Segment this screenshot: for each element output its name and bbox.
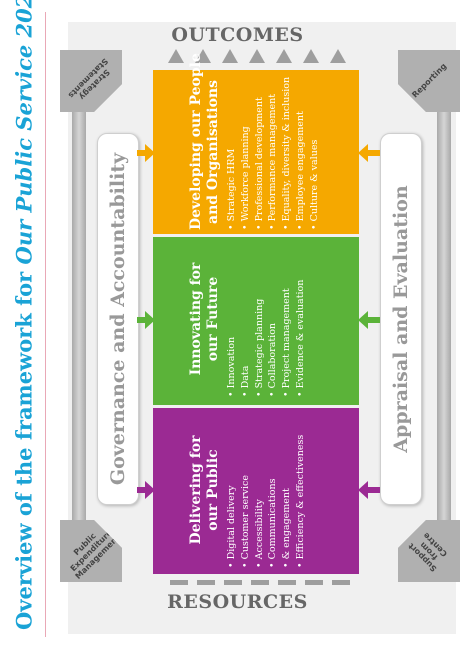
resources-dashes-icon — [170, 580, 350, 585]
band-delivering-public: Delivering for our Public Digital delive… — [153, 408, 359, 574]
outcomes-header: OUTCOMES — [171, 24, 304, 46]
right-side-bar — [437, 70, 451, 570]
left-side-bar — [72, 70, 86, 570]
band-innovating-future: Innovating for our Future Innovation Dat… — [153, 237, 359, 405]
resources-header: RESOURCES — [167, 591, 308, 613]
outcomes-arrows-icon — [168, 49, 346, 63]
appraisal-pillar: Appraisal and Evaluation — [380, 133, 422, 505]
band-developing-people: Developing our People and Organisations … — [153, 53, 359, 234]
divider-rule — [45, 12, 46, 637]
